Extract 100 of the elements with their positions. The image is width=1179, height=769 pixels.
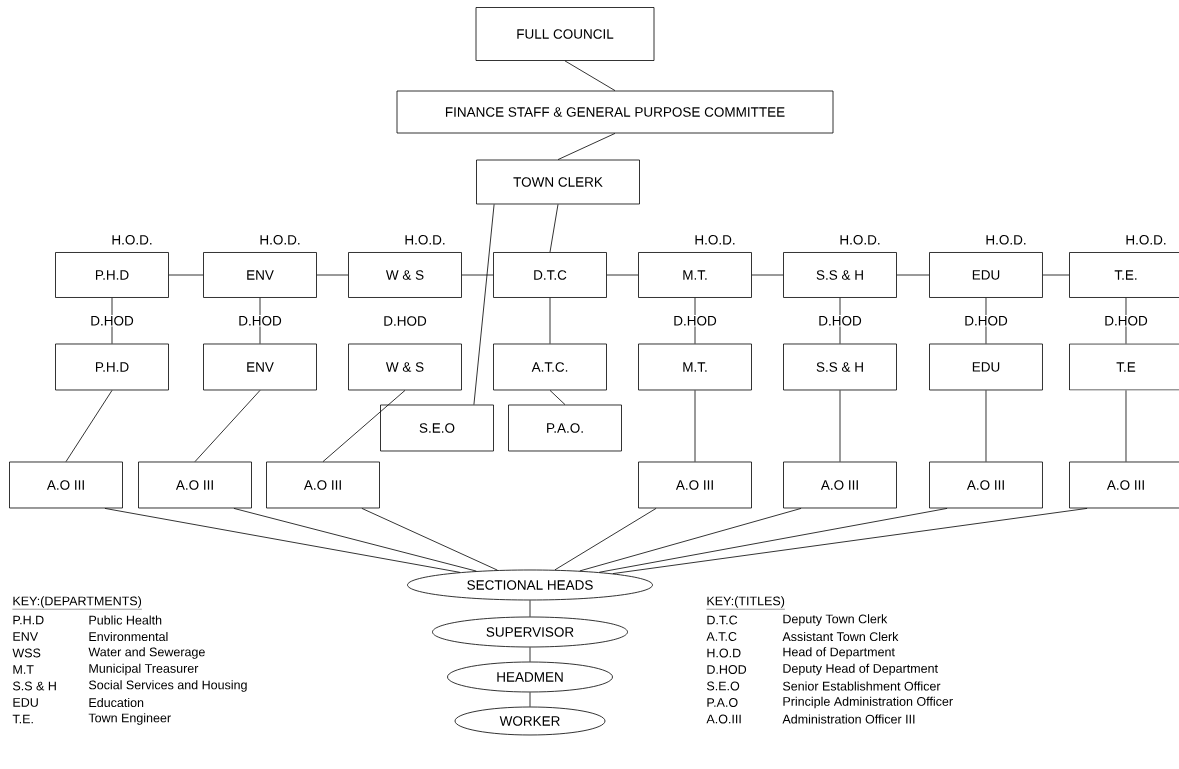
key-description: Public Health bbox=[89, 615, 162, 625]
key-abbreviation: EDU bbox=[13, 698, 38, 707]
key-abbreviation: M.T bbox=[13, 665, 34, 674]
org-box: T.E bbox=[1069, 343, 1179, 391]
hod-label: H.O.D. bbox=[112, 235, 152, 245]
org-box: S.S & H bbox=[783, 343, 897, 391]
connector-line bbox=[612, 508, 1088, 574]
key-description: Principle Administration Officer bbox=[783, 696, 953, 709]
connector-line bbox=[194, 390, 261, 462]
org-box: A.O III bbox=[138, 461, 252, 509]
hod-label: H.O.D. bbox=[260, 235, 300, 245]
key-abbreviation: P.A.O bbox=[707, 698, 738, 707]
key-description: Water and Sewerage bbox=[88, 647, 205, 659]
org-box: A.O III bbox=[638, 461, 752, 509]
org-box: M.T. bbox=[638, 343, 752, 391]
connector-line bbox=[111, 297, 113, 344]
org-box: FINANCE STAFF & GENERAL PURPOSE COMMITTEE bbox=[396, 90, 834, 134]
org-box: A.O III bbox=[1069, 461, 1179, 509]
connector-line bbox=[529, 647, 531, 662]
key-abbreviation: H.O.D bbox=[707, 648, 741, 658]
key-abbreviation: A.O.III bbox=[706, 714, 741, 724]
key-abbreviation: WSS bbox=[12, 648, 41, 658]
org-box: W & S bbox=[348, 252, 462, 298]
connector-line bbox=[473, 204, 495, 405]
connector-line bbox=[694, 297, 696, 344]
key-abbreviation: S.S & H bbox=[13, 681, 56, 691]
connector-line bbox=[1042, 274, 1070, 276]
connector-line bbox=[549, 297, 551, 344]
connector-line bbox=[1125, 297, 1127, 344]
org-box: TOWN CLERK bbox=[476, 159, 640, 205]
key-description: Deputy Town Clerk bbox=[783, 614, 888, 626]
connector-line bbox=[361, 508, 498, 571]
connector-line bbox=[322, 390, 406, 462]
org-box: P.A.O. bbox=[508, 404, 622, 452]
connector-line bbox=[259, 297, 261, 344]
key-description: Town Engineer bbox=[88, 713, 171, 725]
connector-line bbox=[564, 60, 616, 91]
key-abbreviation: D.HOD bbox=[707, 665, 747, 674]
org-box: P.H.D bbox=[55, 343, 169, 391]
org-box: ENV bbox=[203, 343, 317, 391]
hod-label: H.O.D. bbox=[695, 235, 735, 245]
org-box: A.O III bbox=[9, 461, 123, 509]
key-description: Head of Department bbox=[783, 647, 895, 659]
org-box: ENV bbox=[203, 252, 317, 298]
edge-label: D.HOD bbox=[89, 314, 135, 327]
key-description: Social Services and Housing bbox=[89, 680, 247, 692]
org-box: A.O III bbox=[266, 461, 380, 509]
connector-line bbox=[598, 508, 948, 573]
key-description: Environmental bbox=[89, 631, 168, 642]
connector-line bbox=[606, 274, 639, 276]
connector-line bbox=[549, 204, 559, 253]
key-description: Assistant Town Clerk bbox=[782, 631, 899, 642]
key-heading: KEY:(DEPARTMENTS) bbox=[12, 596, 143, 610]
org-box: A.O III bbox=[783, 461, 897, 509]
connector-line bbox=[1125, 390, 1127, 462]
org-box: D.T.C bbox=[493, 252, 607, 298]
connector-line bbox=[104, 508, 461, 573]
connector-line bbox=[557, 133, 616, 160]
hod-label: H.O.D. bbox=[986, 235, 1026, 245]
connector-line bbox=[529, 692, 531, 707]
org-box: P.H.D bbox=[55, 252, 169, 298]
connector-line bbox=[839, 390, 841, 462]
connector-line bbox=[529, 600, 531, 617]
key-abbreviation: ENV bbox=[13, 632, 39, 641]
key-abbreviation: T.E. bbox=[12, 714, 33, 724]
hod-label: H.O.D. bbox=[405, 235, 445, 245]
key-abbreviation: P.H.D bbox=[13, 615, 44, 625]
role-label: D.HOD bbox=[384, 316, 427, 326]
key-description: Deputy Head of Department bbox=[783, 663, 938, 676]
connector-line bbox=[316, 274, 349, 276]
edge-label: D.HOD bbox=[817, 314, 863, 327]
edge-label: D.HOD bbox=[672, 314, 718, 327]
connector-line bbox=[985, 390, 987, 462]
org-box: FULL COUNCIL bbox=[475, 7, 655, 61]
connector-line bbox=[549, 390, 566, 405]
key-heading: KEY:(TITLES) bbox=[706, 596, 786, 610]
key-description: Senior Establishment Officer bbox=[782, 681, 941, 691]
connector-line bbox=[461, 274, 494, 276]
key-description: Administration Officer III bbox=[782, 714, 915, 724]
edge-label: D.HOD bbox=[1103, 314, 1149, 327]
key-description: Municipal Treasurer bbox=[89, 663, 199, 676]
key-abbreviation: D.T.C bbox=[707, 615, 738, 625]
connector-line bbox=[694, 390, 696, 462]
org-box: A.T.C. bbox=[493, 343, 607, 391]
org-box: EDU bbox=[929, 252, 1043, 298]
hod-label: H.O.D. bbox=[840, 235, 880, 245]
connector-line bbox=[985, 297, 987, 344]
connector-line bbox=[233, 508, 477, 572]
org-box: S.E.O bbox=[380, 404, 494, 452]
org-box: T.E. bbox=[1069, 252, 1179, 298]
connector-line bbox=[65, 390, 113, 462]
org-box: W & S bbox=[348, 343, 462, 391]
connector-line bbox=[839, 297, 841, 344]
hod-label: H.O.D. bbox=[1126, 235, 1166, 245]
edge-label: D.HOD bbox=[237, 314, 283, 327]
connector-line bbox=[579, 508, 802, 572]
connector-line bbox=[896, 274, 930, 276]
org-box: M.T. bbox=[638, 252, 752, 298]
connector-line bbox=[554, 508, 657, 571]
org-box: A.O III bbox=[929, 461, 1043, 509]
